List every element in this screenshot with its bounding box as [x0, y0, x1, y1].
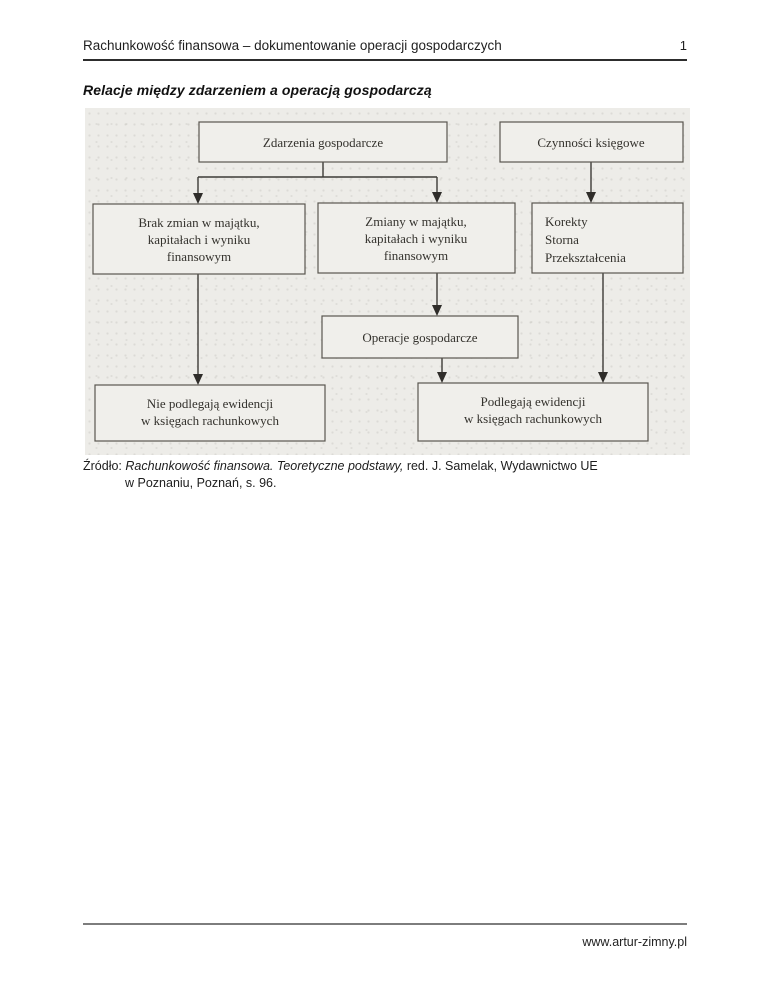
node-label: Operacje gospodarcze: [362, 330, 477, 345]
node-label: Czynności księgowe: [537, 135, 644, 150]
node-label-line: finansowym: [384, 248, 448, 263]
node-label-line: Zmiany w majątku,: [365, 214, 466, 229]
node-label-line: Brak zmian w majątku,: [138, 215, 259, 230]
node-label-line: Przekształcenia: [545, 250, 626, 265]
arrowhead-to-brak: [193, 193, 203, 204]
section-title: Relacje między zdarzeniem a operacją gos…: [83, 82, 432, 98]
arrowhead-to-zmiany: [432, 192, 442, 203]
node-label-line: Korekty: [545, 214, 588, 229]
source-editors: red. J. Samelak, Wydawnictwo UE: [406, 459, 598, 473]
node-label: Zdarzenia gospodarcze: [263, 135, 383, 150]
node-label-line: finansowym: [167, 249, 231, 264]
source-line-2: w Poznaniu, Poznań, s. 96.: [125, 475, 277, 490]
node-czynnosci-ksiegowe: Czynności księgowe: [499, 121, 684, 163]
node-label-line: kapitałach i wyniku: [148, 232, 251, 247]
node-operacje-gospodarcze: Operacje gospodarcze: [321, 315, 519, 359]
connector-zdarzenia-split: [197, 162, 438, 193]
page-number: 1: [679, 38, 687, 53]
node-korekty-storna: Korekty Storna Przekształcenia: [531, 202, 684, 274]
node-label-line: Podlegają ewidencji: [480, 394, 585, 409]
flowchart-svg: Zdarzenia gospodarcze Czynności księgowe…: [92, 121, 684, 442]
flowchart-scan: Zdarzenia gospodarcze Czynności księgowe…: [85, 108, 690, 455]
source-citation: Źródło: Rachunkowość finansowa. Teoretyc…: [83, 458, 643, 491]
source-line-1: Źródło: Rachunkowość finansowa. Teoretyc…: [83, 458, 643, 475]
source-prefix: Źródło:: [83, 459, 122, 473]
node-brak-zmian: Brak zmian w majątku, kapitałach i wynik…: [92, 203, 306, 275]
node-label-line: w księgach rachunkowych: [141, 413, 279, 428]
node-zmiany: Zmiany w majątku, kapitałach i wyniku fi…: [317, 202, 516, 274]
node-label-line: w księgach rachunkowych: [464, 411, 602, 426]
arrowhead-to-korekty: [586, 192, 596, 203]
node-label-line: Nie podlegają ewidencji: [147, 396, 274, 411]
arrowhead-to-operacje: [432, 305, 442, 316]
arrowhead-to-podlegaja-left: [437, 372, 447, 383]
footer-divider: [83, 923, 687, 925]
page-header: Rachunkowość finansowa – dokumentowanie …: [83, 38, 687, 61]
node-label-line: Storna: [545, 232, 579, 247]
footer-website-url: www.artur-zimny.pl: [582, 935, 687, 949]
header-title: Rachunkowość finansowa – dokumentowanie …: [83, 38, 502, 53]
node-zdarzenia-gospodarcze: Zdarzenia gospodarcze: [198, 121, 448, 163]
arrowhead-to-podlegaja-right: [598, 372, 608, 383]
node-label-line: kapitałach i wyniku: [365, 231, 468, 246]
node-podlegaja-ewidencji: Podlegają ewidencji w księgach rachunkow…: [417, 382, 649, 442]
node-nie-podlegaja-ewidencji: Nie podlegają ewidencji w księgach rachu…: [94, 384, 326, 442]
arrowhead-to-nie-podlegaja: [193, 374, 203, 385]
source-cited-work: Rachunkowość finansowa. Teoretyczne pods…: [125, 459, 404, 473]
